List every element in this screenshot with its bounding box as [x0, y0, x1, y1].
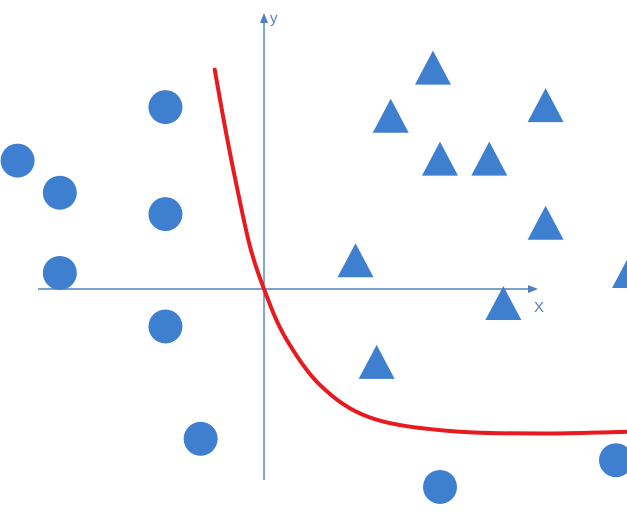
circle-point-4: [148, 197, 183, 232]
circle-point-8: [183, 421, 218, 456]
triangle-point-1: [414, 50, 451, 85]
triangle-point-7: [337, 243, 374, 278]
y-axis-arrowhead: [260, 13, 268, 23]
triangle-point-3: [527, 88, 564, 123]
x-axis-label: X: [534, 299, 544, 316]
circle-point-10: [599, 443, 627, 478]
circle-point-5: [42, 255, 77, 290]
circle-point-9: [423, 469, 457, 504]
triangle-point-5: [471, 141, 508, 176]
triangle-point-4: [422, 141, 458, 176]
x-axis-arrowhead: [528, 285, 538, 293]
triangle-point-6: [527, 205, 564, 240]
axes-group: X y: [38, 10, 544, 480]
circle-class-points: [0, 90, 627, 504]
triangle-point-2: [372, 98, 409, 133]
circle-point-7: [148, 309, 183, 344]
triangle-point-9: [485, 286, 522, 321]
triangle-point-8: [612, 259, 627, 288]
triangle-point-10: [358, 344, 395, 379]
triangle-class-points: [337, 50, 627, 379]
circle-point-1: [0, 143, 35, 178]
circle-point-3: [148, 90, 183, 125]
y-axis-label: y: [270, 10, 278, 27]
decision-boundary-curve: [212, 67, 627, 436]
circle-point-2: [42, 175, 77, 210]
